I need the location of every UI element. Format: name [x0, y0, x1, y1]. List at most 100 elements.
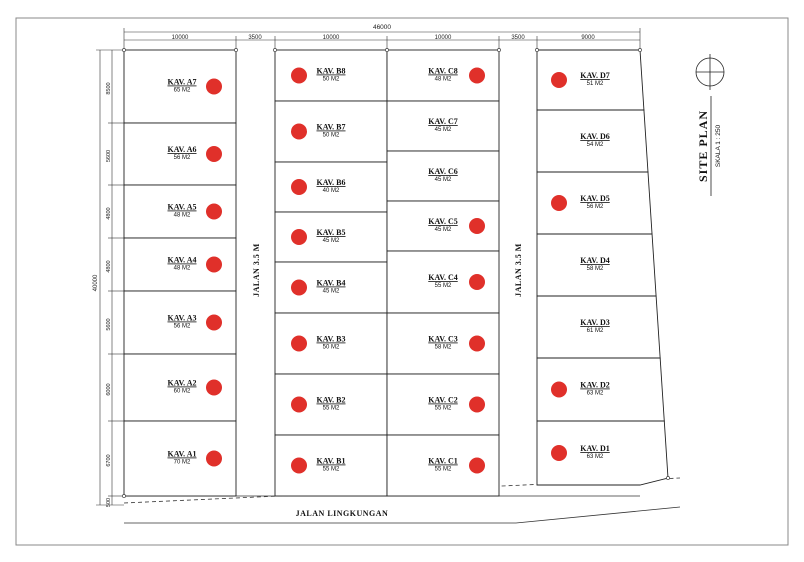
- plot-outline: [386, 49, 500, 102]
- dim-row: 4800: [106, 207, 112, 219]
- plot-label: KAV. A1: [167, 450, 196, 459]
- plot-label: KAV. C5: [428, 217, 458, 226]
- plot-label: KAV. D7: [580, 71, 610, 80]
- plot-label: KAV. C3: [428, 335, 458, 344]
- plot-label: KAV. A4: [167, 256, 196, 265]
- road-label-inner-left: JALAN 3.5 M: [252, 243, 261, 297]
- plot-label: KAV. D6: [580, 132, 610, 141]
- plot-label: KAV. D1: [580, 444, 610, 453]
- plot-area: 45 M2: [435, 127, 452, 133]
- left-dimension-lines: [96, 49, 124, 506]
- plot-label: KAV. A2: [167, 379, 196, 388]
- plot-area: 58 M2: [587, 266, 604, 272]
- sold-marker-icon: [291, 279, 307, 296]
- dim-row: 6000: [106, 383, 112, 395]
- top-dimension-lines: [123, 28, 641, 52]
- corner-node-icon: [497, 48, 501, 52]
- sold-marker-icon: [551, 445, 567, 461]
- plot-label: KAV. B3: [316, 335, 345, 344]
- plot-label: KAV. B8: [316, 67, 345, 76]
- dim-total-height: 40000: [93, 274, 99, 291]
- plot-label: KAV. B5: [316, 228, 345, 237]
- dim-row: 4800: [106, 260, 112, 272]
- sold-marker-icon: [206, 78, 222, 95]
- sold-marker-icon: [551, 195, 567, 211]
- sold-marker-icon: [291, 457, 307, 474]
- plot-area: 60 M2: [174, 389, 191, 395]
- plot-label: KAV. B2: [316, 396, 345, 405]
- plot-area: 65 M2: [174, 88, 191, 94]
- plot-area: 56 M2: [587, 204, 604, 210]
- plot-label: KAV. A7: [167, 78, 196, 87]
- dim-row: 8500: [106, 82, 112, 94]
- sold-marker-icon: [469, 274, 485, 290]
- plot-area: 45 M2: [323, 289, 340, 295]
- sold-marker-icon: [291, 229, 307, 245]
- sold-marker-icon: [551, 72, 567, 88]
- north-arrow-icon: [695, 54, 725, 90]
- plot-area: 61 M2: [587, 328, 604, 334]
- sold-marker-icon: [291, 335, 307, 352]
- plot-area: 48 M2: [435, 77, 452, 83]
- road-label-main: JALAN LINGKUNGAN: [296, 509, 389, 518]
- plot-outline: [386, 100, 500, 152]
- sold-marker-icon: [291, 67, 307, 84]
- plot-outline: [536, 295, 661, 359]
- plot-area: 58 M2: [435, 345, 452, 351]
- sold-marker-icon: [469, 67, 485, 84]
- corner-node-icon: [122, 48, 126, 52]
- plot-label: KAV. A3: [167, 314, 196, 323]
- plot-label: KAV. D5: [580, 194, 610, 203]
- plot-area: 50 M2: [323, 133, 340, 139]
- drawing-scale: SKALA 1 : 250: [715, 124, 722, 167]
- plot-area: 55 M2: [435, 467, 452, 473]
- dim-row: 500: [106, 498, 112, 507]
- plot-area: 56 M2: [174, 155, 191, 161]
- plot-area: 70 M2: [174, 460, 191, 466]
- plot-area: 51 M2: [587, 81, 604, 87]
- sold-marker-icon: [291, 123, 307, 140]
- plot-label: KAV. B1: [316, 457, 345, 466]
- dim-total-width: 46000: [373, 24, 391, 31]
- dim-row: 6700: [106, 454, 112, 466]
- plot-label: KAV. C8: [428, 67, 458, 76]
- plot-area: 55 M2: [323, 467, 340, 473]
- dim-segment: 10000: [323, 35, 340, 41]
- sold-marker-icon: [206, 314, 222, 331]
- corner-node-icon: [638, 48, 642, 52]
- plot-area: 48 M2: [174, 213, 191, 219]
- corner-node-icon: [385, 48, 389, 52]
- drawing-frame: [15, 17, 789, 546]
- plot-label: KAV. C6: [428, 167, 458, 176]
- corner-node-icon: [234, 48, 238, 52]
- sold-marker-icon: [206, 256, 222, 273]
- sold-marker-icon: [206, 146, 222, 162]
- plot-area: 63 M2: [587, 391, 604, 397]
- plot-label: KAV. D2: [580, 381, 610, 390]
- plot-area: 56 M2: [174, 324, 191, 330]
- road-label-inner-right: JALAN 3.5 M: [514, 243, 523, 297]
- sold-marker-icon: [291, 179, 307, 195]
- plot-outline: [386, 150, 500, 202]
- plot-area: 55 M2: [435, 283, 452, 289]
- corner-node-icon: [122, 494, 126, 498]
- plot-area: 45 M2: [323, 238, 340, 244]
